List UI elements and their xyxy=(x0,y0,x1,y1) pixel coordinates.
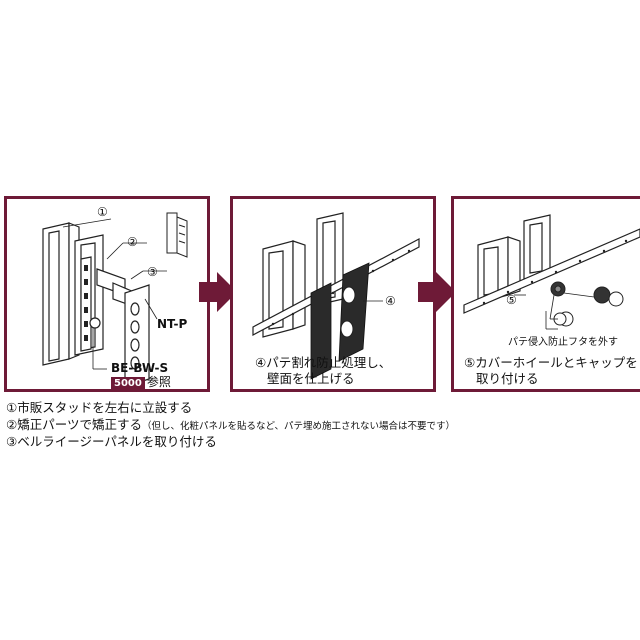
putty-crack-prevention-illustration xyxy=(252,212,420,380)
reference-number-badge: 5000 xyxy=(111,377,145,389)
step-5-caption-line-2: 取り付ける xyxy=(476,371,539,386)
next-step-arrow-1 xyxy=(199,272,237,312)
part-ntp-label: NT-P xyxy=(157,317,188,331)
cover-wheel-cap-illustration xyxy=(463,214,640,330)
step-5-panel: ⑤ パテ侵入防止フタを外す ⑤カバーホイールとキャップを 取り付ける xyxy=(451,196,640,392)
step-1-marker: ① xyxy=(97,205,108,219)
step-4-marker: ④ xyxy=(385,294,396,308)
step-5-caption-line-1: ⑤カバーホイールとキャップを xyxy=(464,355,638,370)
note-line-2: ②矯正パーツで矯正する（但し、化粧パネルを貼るなど、パテ埋め施工されない場合は不… xyxy=(6,414,455,433)
next-step-arrow-2 xyxy=(418,272,456,312)
note-line-2-main: ②矯正パーツで矯正する xyxy=(6,417,142,432)
step-3-marker: ③ xyxy=(147,265,158,279)
step-5-marker: ⑤ xyxy=(506,293,517,307)
step-4-caption-line-2: 壁面を仕上げる xyxy=(267,371,355,386)
reference-text: 参照 xyxy=(146,375,171,389)
note-line-3: ③ベルライージーパネルを取り付ける xyxy=(6,434,217,449)
step-4-panel: ④ ④パテ割れ防止処理し、 壁面を仕上げる xyxy=(230,196,436,392)
stud-installation-illustration xyxy=(42,212,188,388)
step-4-caption-line-1: ④パテ割れ防止処理し、 xyxy=(255,355,392,370)
lid-removal-label: パテ侵入防止フタを外す xyxy=(508,337,618,348)
part-bebws-label: BE-BW-S xyxy=(111,361,169,375)
note-line-1: ①市販スタッドを左右に立設する xyxy=(6,400,193,415)
step-2-marker: ② xyxy=(127,235,138,249)
note-line-2-small: （但し、化粧パネルを貼るなど、パテ埋め施工されない場合は不要です） xyxy=(141,421,455,432)
